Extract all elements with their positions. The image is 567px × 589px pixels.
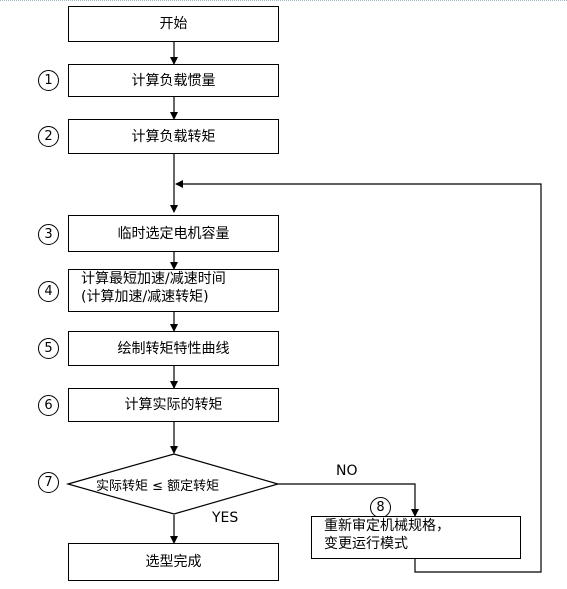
step-number-1: 1: [38, 70, 59, 91]
top-dotted-border: [0, 0, 567, 2]
step-1-label: 计算负载惯量: [131, 72, 216, 89]
step-3-box: 临时选定电机容量: [68, 215, 279, 252]
branch-yes-label: YES: [212, 510, 239, 526]
branch-no-label: NO: [336, 463, 358, 479]
step-number-3: 3: [38, 224, 59, 245]
step-5-label: 绘制转矩特性曲线: [117, 340, 230, 357]
decision-label: 实际转矩 ≤ 额定转矩: [96, 479, 220, 494]
step-4-label-line1: 计算最短加速/减速时间: [81, 271, 226, 287]
step-5-box: 绘制转矩特性曲线: [68, 331, 279, 366]
step-number-2: 2: [38, 126, 59, 147]
start-box: 开始: [68, 6, 279, 42]
step-8-label-line1: 重新审定机械规格，: [324, 518, 450, 534]
step-2-label: 计算负载转矩: [131, 128, 216, 145]
step-4-label-line2: (计算加速/减速转矩): [81, 289, 209, 305]
arrow-decision-no: [278, 483, 419, 517]
step-1-box: 计算负载惯量: [68, 64, 279, 97]
step-number-8: 8: [370, 497, 391, 518]
end-box: 选型完成: [68, 543, 279, 581]
start-label: 开始: [159, 16, 188, 32]
step-6-box: 计算实际的转矩: [68, 388, 279, 422]
step-8-label-line2: 变更运行模式: [324, 536, 408, 552]
step-6-label: 计算实际的转矩: [124, 397, 223, 413]
step-2-box: 计算负载转矩: [68, 119, 279, 154]
step-number-6: 6: [38, 395, 59, 416]
arrow-loop-back: [175, 180, 542, 573]
step-number-4: 4: [38, 281, 59, 302]
end-label: 选型完成: [145, 554, 202, 570]
step-8-box: 重新审定机械规格， 变更运行模式: [311, 516, 521, 559]
step-3-label: 临时选定电机容量: [117, 225, 230, 242]
step-number-5: 5: [38, 338, 59, 359]
decision-diamond: [65, 453, 281, 515]
step-number-7: 7: [38, 472, 59, 493]
step-4-box: 计算最短加速/减速时间 (计算加速/减速转矩): [68, 269, 279, 312]
